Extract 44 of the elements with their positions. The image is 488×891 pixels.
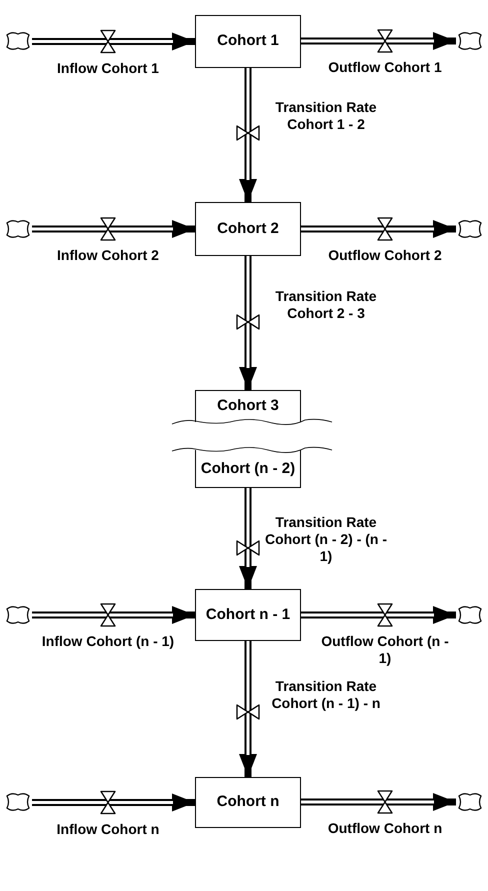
cloud-symbol [4, 791, 32, 813]
flow-label: Transition Rate Cohort (n - 1) - n [270, 678, 382, 712]
flow-pipe [301, 220, 456, 238]
stock-name: Cohort 1 [217, 32, 279, 51]
stock-box [195, 390, 301, 422]
flow-pipe [32, 32, 195, 50]
stock-box [195, 202, 301, 256]
flow-pipe [239, 68, 257, 202]
flow-label: Inflow Cohort 2 [56, 247, 160, 264]
flow-pipe [32, 606, 195, 624]
cloud-symbol [4, 218, 32, 240]
cloud-symbol [456, 30, 484, 52]
flow-pipe [32, 794, 195, 812]
stock-name: Cohort 3 [217, 396, 279, 416]
flow-label: Outflow Cohort 2 [327, 247, 443, 264]
stock-box [195, 15, 301, 68]
flow-pipe [32, 220, 195, 238]
stock-name: Cohort n [216, 793, 280, 812]
stock-name: Cohort (n - 2) [200, 460, 296, 478]
flow-label: Transition Rate Cohort 2 - 3 [274, 288, 378, 322]
cloud-symbol [4, 30, 32, 52]
flow-label: Transition Rate Cohort (n - 2) - (n - 1) [264, 514, 388, 565]
flow-pipe [301, 606, 456, 624]
flow-pipe [239, 256, 257, 390]
flow-pipe [301, 32, 456, 50]
flow-label: Inflow Cohort (n - 1) [40, 633, 176, 650]
flow-pipe [301, 793, 456, 811]
stock-box [195, 589, 301, 641]
flow-label: Outflow Cohort (n - 1) [320, 633, 450, 667]
flow-label: Outflow Cohort 1 [327, 59, 443, 76]
stock-box [195, 450, 301, 488]
cloud-symbol [4, 604, 32, 626]
flow-label: Outflow Cohort n [326, 820, 444, 837]
cloud-symbol [456, 218, 484, 240]
cloud-symbol [456, 791, 484, 813]
stock-name: Cohort n - 1 [206, 606, 290, 624]
flow-label: Inflow Cohort n [56, 820, 160, 838]
cloud-symbol [456, 604, 484, 626]
stock-box [195, 777, 301, 828]
flow-pipe [239, 488, 257, 589]
stock-name: Cohort 2 [217, 220, 279, 238]
flow-pipe [239, 641, 257, 777]
flow-label: Inflow Cohort 1 [56, 60, 160, 76]
flow-label: Transition Rate Cohort 1 - 2 [274, 99, 378, 133]
